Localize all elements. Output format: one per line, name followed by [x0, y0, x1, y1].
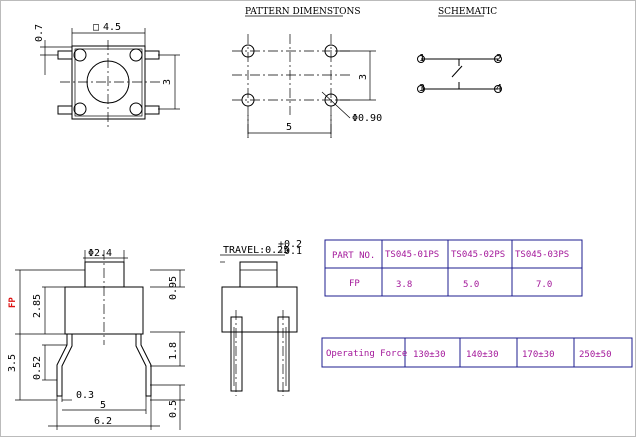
top-width-prefix: □ [93, 22, 99, 33]
spacing-label: 5 [100, 400, 106, 411]
force-value-4: 250±50 [579, 350, 612, 360]
operating-force-label: Operating Force [326, 349, 407, 359]
front-view: Φ2.4 FP 2.85 3.5 0.52 0.3 5 [7, 248, 160, 430]
bottom-offset-label: 0.5 [168, 400, 179, 418]
top-offset-label: 0.95 [168, 276, 179, 300]
total-height-label: 3.5 [7, 354, 18, 372]
top-height-label: 3 [162, 79, 173, 85]
body-height-label: 2.85 [32, 294, 43, 318]
operating-force-table: Operating Force 130±30 140±30 170±30 250… [321, 337, 633, 368]
fp-row-label: FP [349, 279, 360, 289]
schematic: SCHEMATIC 1 2 3 4 [417, 7, 502, 94]
fp-value-03: 7.0 [536, 280, 552, 290]
overall-width-label: 6.2 [94, 416, 112, 427]
force-value-3: 170±30 [522, 350, 555, 360]
col-03ps: TS045-03PS [515, 250, 569, 260]
pattern-width-label: 5 [286, 122, 292, 133]
schematic-title: SCHEMATIC [438, 7, 497, 17]
pattern-hole-label: Φ0.90 [352, 113, 382, 124]
bend-label: 0.3 [76, 390, 94, 401]
travel-label: TRAVEL:0.25 [223, 245, 289, 256]
pattern-dimensions: PATTERN DIMENSTONS 3 5 Φ0.90 [232, 7, 382, 138]
fp-value-02: 5.0 [463, 280, 479, 290]
pin-2-label: 2 [496, 53, 502, 64]
mid-height-label: 1.8 [168, 342, 179, 360]
pin-3-label: 3 [419, 83, 425, 94]
pin-1-label: 1 [419, 53, 425, 64]
travel-minus: -0.1 [278, 246, 302, 257]
fp-value-01: 3.8 [396, 280, 412, 290]
travel-plus: +0.2 [278, 239, 302, 250]
top-width-label: 4.5 [103, 22, 121, 33]
col-01ps: TS045-01PS [385, 250, 439, 260]
pattern-height-label: 3 [358, 74, 369, 80]
col-02ps: TS045-02PS [451, 250, 505, 260]
lower-height-label: 0.52 [32, 356, 43, 380]
fp-label: FP [8, 297, 18, 308]
pin-4-label: 4 [496, 83, 502, 94]
side-view: TRAVEL:0.25 +0.2 -0.1 0.95 1.8 0.5 [150, 239, 302, 430]
pattern-title: PATTERN DIMENSTONS [245, 7, 361, 17]
top-lead-label: 0.7 [34, 24, 45, 42]
top-view: □ 4.5 0.7 3 [34, 22, 180, 128]
force-value-1: 130±30 [413, 350, 446, 360]
part-no-header: PART NO. [332, 251, 375, 261]
force-value-2: 140±30 [466, 350, 499, 360]
fp-table: PART NO. FP TS045-01PS TS045-02PS TS045-… [324, 239, 583, 297]
stem-label: Φ2.4 [88, 248, 112, 259]
